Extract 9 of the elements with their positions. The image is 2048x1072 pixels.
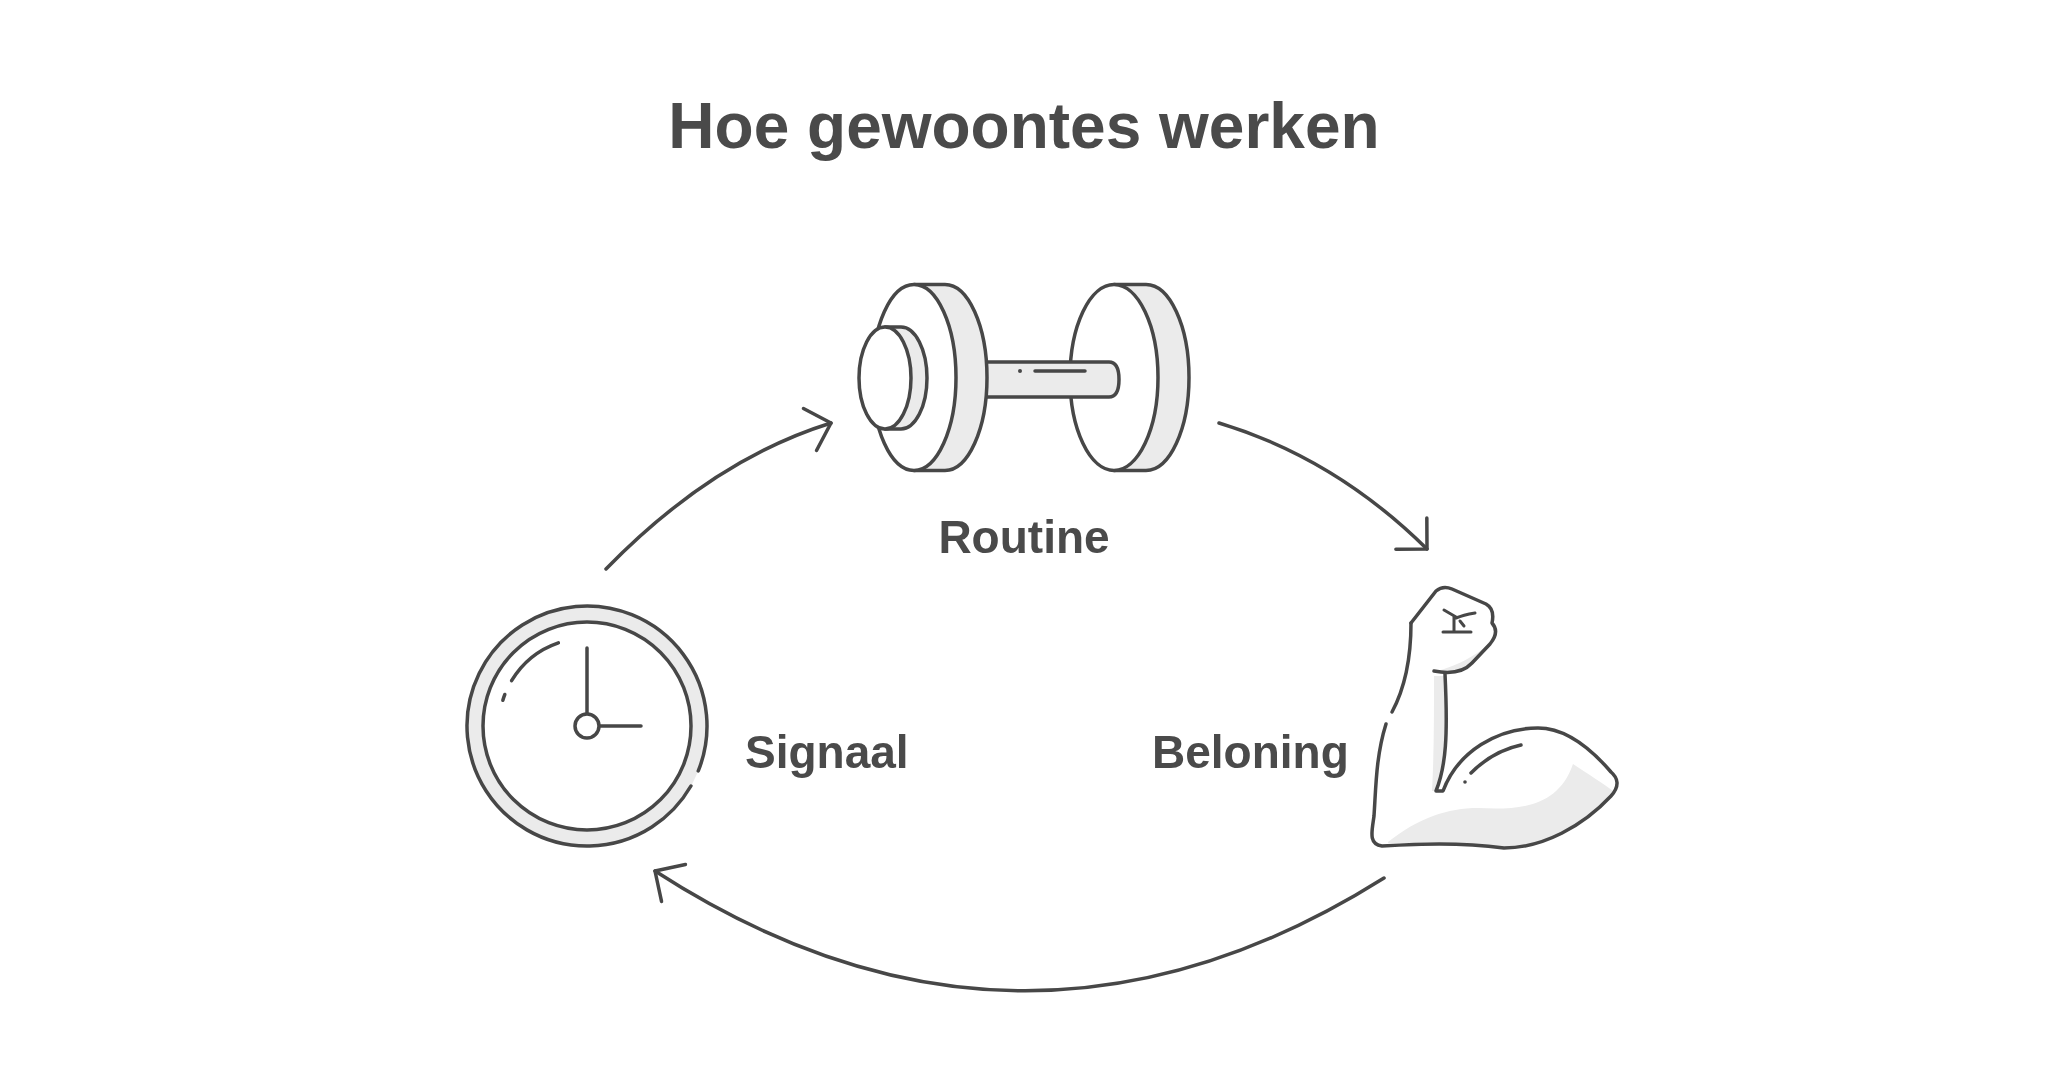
curved-arrow <box>604 407 833 571</box>
node-label: Beloning <box>1152 725 1349 779</box>
curved-arrow <box>1217 421 1429 552</box>
node-label: Routine <box>938 510 1110 564</box>
clock-illustration <box>463 602 711 850</box>
dumbbell-illustration <box>857 282 1192 473</box>
node-label: Signaal <box>745 725 909 779</box>
curved-arrow <box>653 861 1386 993</box>
diagram-title: Hoe gewoontes werken <box>668 89 1380 164</box>
